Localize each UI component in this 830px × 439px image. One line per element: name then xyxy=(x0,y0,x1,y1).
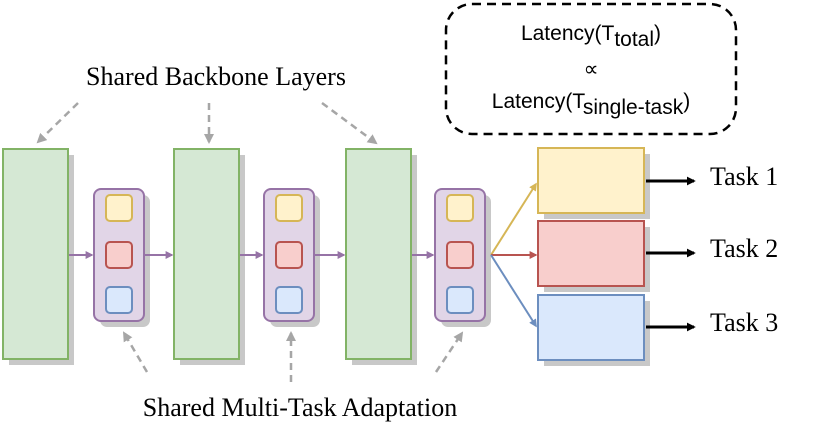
backbone-layer-1 xyxy=(2,148,74,365)
task-head-1 xyxy=(537,147,650,219)
backbone-pointer-arrows xyxy=(36,101,378,145)
adapter-module-3 xyxy=(434,188,491,327)
branch-arrows xyxy=(490,182,538,328)
adaptation-pointer-arrows xyxy=(122,331,464,382)
latency-line-single-task: Latency(Tsingle-task) xyxy=(492,90,690,119)
task-head-2 xyxy=(537,220,650,292)
pointer-arrow-backbone-1 xyxy=(36,102,79,144)
pointer-arrow-backbone-3 xyxy=(321,101,378,145)
task-label-1: Task 1 xyxy=(710,162,778,191)
task-label-3: Task 3 xyxy=(710,308,778,337)
proportional-symbol: ∝ xyxy=(583,58,598,81)
pointer-arrow-adapter-1 xyxy=(122,331,149,373)
branch-arrow-task-3 xyxy=(490,254,537,328)
backbone-layer-2 xyxy=(173,148,245,365)
output-arrows xyxy=(646,176,696,332)
task-head-3 xyxy=(537,294,650,366)
latency-box: Latency(Ttotal) ∝ Latency(Tsingle-task) xyxy=(444,2,738,136)
pointer-arrow-adapter-3 xyxy=(434,331,464,373)
task-label-2: Task 2 xyxy=(710,234,778,263)
adapter-module-2 xyxy=(263,188,320,327)
branch-arrow-task-1 xyxy=(490,182,537,256)
backbone-layer-3 xyxy=(345,148,417,365)
latency-line-total: Latency(Ttotal) xyxy=(521,22,661,51)
adapter-module-1 xyxy=(93,188,150,327)
adaptation-label: Shared Multi-Task Adaptation xyxy=(143,393,457,422)
backbone-label: Shared Backbone Layers xyxy=(86,62,346,91)
